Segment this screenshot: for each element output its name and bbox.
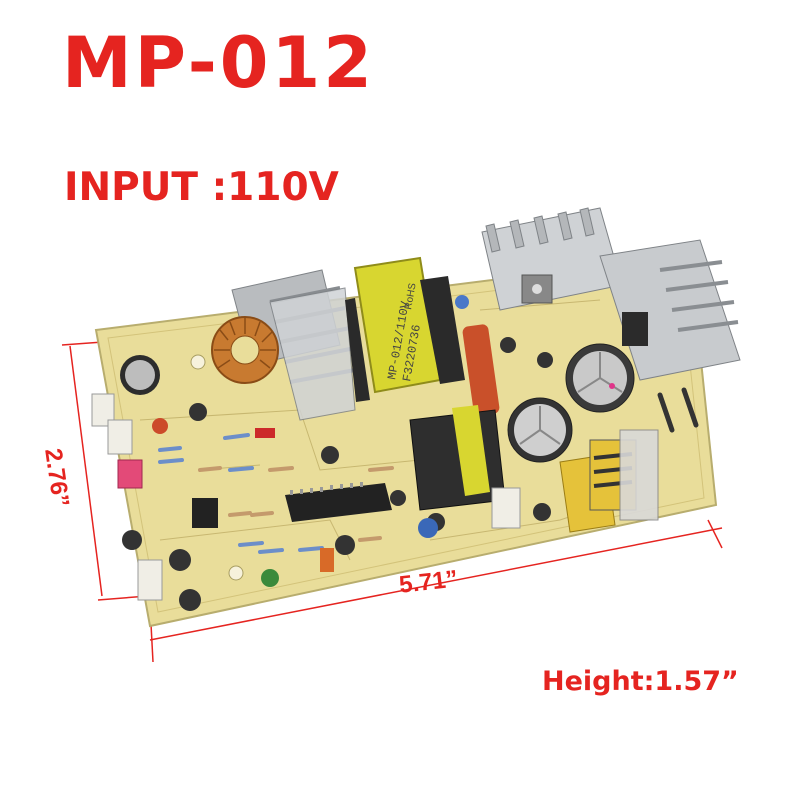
transformer: MP-012/110V F3220736 RoHS <box>345 256 465 402</box>
ic-chip <box>285 482 392 522</box>
small-components <box>122 295 553 611</box>
connector-pink <box>117 459 143 489</box>
capacitor-large-1 <box>565 343 635 413</box>
toroid-coil <box>211 316 279 384</box>
capacitor-large-2 <box>507 397 573 463</box>
diodes <box>657 387 699 433</box>
connector-white-1 <box>91 393 115 427</box>
input-voltage-label: INPUT :110V <box>64 165 339 210</box>
capacitor-left <box>120 355 160 395</box>
connector-white-3 <box>137 559 163 601</box>
product-title: MP-012 <box>62 22 375 104</box>
connector-white-2 <box>107 419 133 455</box>
component-height-label: Height:1.57” <box>542 666 739 697</box>
film-capacitor-red <box>462 324 500 416</box>
heatsink-right <box>481 207 741 381</box>
transformer-small <box>409 405 506 511</box>
ic-small <box>192 498 218 528</box>
transformer-rohs: RoHS <box>403 282 419 311</box>
connector-white-4 <box>491 487 521 529</box>
common-mode-choke <box>589 429 659 521</box>
